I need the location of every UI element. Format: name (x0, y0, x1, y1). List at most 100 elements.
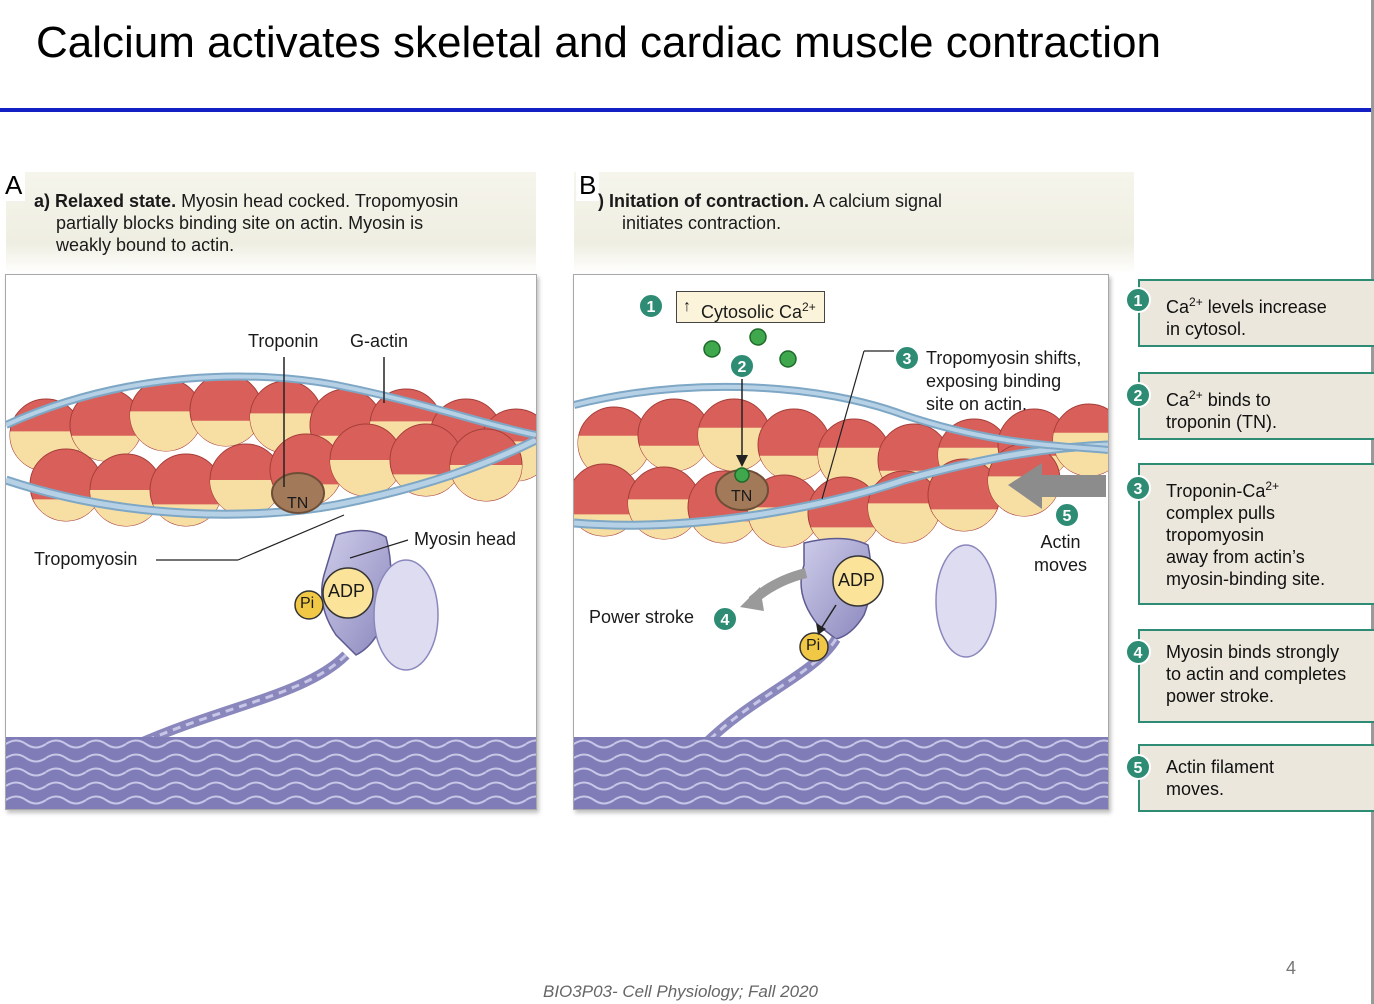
step-3-line2: complex pulls (1166, 503, 1276, 523)
myosin-tail (133, 651, 350, 750)
pi-molecule-b (799, 632, 829, 662)
step-2-line2: troponin (TN). (1166, 412, 1278, 432)
title-divider (0, 108, 1374, 112)
g-actin-bead-shade (759, 455, 829, 482)
step-1-badge: 1 (1125, 287, 1151, 313)
step-1: Ca2+ levels increase in cytosol. (1138, 279, 1374, 347)
panel-a-figure: Troponin G-actin TN Tropomyosin Myosin h… (5, 274, 537, 810)
badge-4: 4 (712, 606, 738, 632)
g-actin-bead-shade (191, 420, 261, 447)
step-2-line1-post: binds to (1202, 390, 1271, 410)
step-3-line4: away from actin’s (1166, 547, 1305, 567)
calcium-bound (734, 467, 750, 483)
step-1-line1-pre: Ca (1166, 297, 1190, 317)
g-actin-bead-shade (1053, 432, 1108, 476)
cytosolic-ca-label: Cytosolic Ca (701, 302, 803, 322)
thick-filament (6, 737, 536, 809)
pi-label: Pi (300, 595, 315, 612)
step-2-line1-pre: Ca (1166, 390, 1190, 410)
step-3-line3: tropomyosin (1166, 525, 1265, 545)
tropomyosin-shifts-line1: Tropomyosin shifts, (926, 348, 1082, 368)
g-actin-bead-shade (698, 427, 770, 471)
thick-filament-b (574, 737, 1108, 809)
adp-molecule (322, 567, 374, 619)
g-actin-bead-shade (450, 465, 522, 501)
panel-a-caption-band (6, 172, 536, 274)
actin-moves-line1: Actin (1040, 532, 1081, 552)
adp-label: ADP (328, 581, 366, 601)
step-5-badge: 5 (1125, 754, 1151, 780)
step-1-line2: in cytosol. (1166, 319, 1247, 339)
g-actin-label: G-actin (350, 331, 409, 351)
adp-molecule-b (832, 555, 884, 607)
step-3-superscript: 2+ (1265, 479, 1280, 493)
tropomyosin-shifts-line3: site on actin. (926, 394, 1028, 414)
step-4-line3: power stroke. (1166, 686, 1275, 706)
step-5-line1: Actin filament (1166, 757, 1275, 777)
course-footer: BIO3P03- Cell Physiology; Fall 2020 (543, 982, 818, 1001)
step-5-line2: moves. (1166, 779, 1225, 799)
step-3-line1-pre: Troponin-Ca (1166, 481, 1266, 501)
badge-2: 2 (729, 353, 755, 379)
panel-a-caption-line3: weakly bound to actin. (56, 235, 235, 255)
step-1-line1-post: levels increase (1202, 297, 1327, 317)
step-3-badge: 3 (1125, 475, 1151, 501)
troponin-complex (271, 472, 325, 514)
panel-a-caption-line2: partially blocks binding site on actin. … (56, 213, 424, 233)
tn-label-b: TN (731, 488, 753, 505)
up-arrow-icon: ↑ (683, 298, 691, 315)
panel-a-caption-line1: Myosin head cocked. Tropomyosin (181, 191, 459, 211)
g-actin-bead-shade (931, 509, 997, 531)
step-2: Ca2+ binds to troponin (TN). (1138, 372, 1374, 440)
panel-b-figure: ↑ Cytosolic Ca2+ 1 2 3 4 5 TN Tropomyosi… (573, 274, 1109, 810)
panel-b-illustration (574, 328, 1108, 809)
tropomyosin-label: Tropomyosin (34, 549, 138, 569)
step-1-superscript: 2+ (1189, 295, 1203, 309)
panel-b-caption: ) Initation of contraction. A calcium si… (598, 190, 1118, 234)
g-actin-bead-shade (868, 503, 940, 543)
panel-b-caption-line1: A calcium signal (813, 191, 943, 211)
panel-b-letter: B (576, 170, 600, 201)
calcium-ion (779, 350, 797, 368)
g-actin-bead-shade (130, 411, 202, 451)
step-4-line1: Myosin binds strongly (1166, 642, 1340, 662)
cytosolic-ca-box: ↑ Cytosolic Ca2+ (676, 291, 825, 323)
step-4-line2: to actin and completes (1166, 664, 1347, 684)
adp-label-b: ADP (838, 570, 876, 590)
actin-moves-line2: moves (1034, 555, 1088, 575)
panel-a-illustration (6, 357, 536, 809)
actin-moves-arrow (1008, 463, 1106, 509)
panel-a-caption-title: a) Relaxed state. (34, 191, 177, 211)
badge-5: 5 (1054, 502, 1080, 528)
g-actin-bead-shade (691, 521, 757, 543)
myosin-head-label: Myosin head (414, 529, 517, 549)
step-3-line5: myosin-binding site. (1166, 569, 1326, 589)
tropomyosin-shifts-label: Tropomyosin shifts, exposing binding sit… (926, 347, 1081, 416)
pi-molecule (294, 590, 324, 620)
step-2-badge: 2 (1125, 382, 1151, 408)
badge-3: 3 (894, 345, 920, 371)
calcium-ion (703, 340, 721, 358)
step-4: Myosin binds strongly to actin and compl… (1138, 629, 1374, 723)
panel-b-caption-title: ) Initation of contraction. (598, 191, 809, 211)
step-5: Actin filament moves. (1138, 744, 1374, 812)
troponin-label: Troponin (248, 331, 319, 351)
step-2-superscript: 2+ (1189, 388, 1203, 402)
tn-label: TN (287, 495, 309, 512)
g-actin-bead-shade (330, 460, 402, 496)
g-actin-bead-shade (639, 445, 709, 471)
badge-1: 1 (638, 293, 664, 319)
page-number: 4 (1286, 958, 1297, 978)
actin-moves-label: Actin moves (1034, 531, 1087, 577)
panel-b-caption-band (574, 172, 1134, 274)
power-stroke-label: Power stroke (589, 607, 695, 627)
panel-b-caption-line2: initiates contraction. (622, 213, 782, 233)
pi-label-b: Pi (806, 637, 821, 654)
g-actin-bead-shade (210, 480, 282, 516)
tropomyosin-shifts-line2: exposing binding (926, 371, 1062, 391)
step-4-badge: 4 (1125, 639, 1151, 665)
panel-a-letter: A (2, 170, 26, 201)
cytosolic-ca-superscript: 2+ (802, 300, 816, 314)
slide-title: Calcium activates skeletal and cardiac m… (36, 18, 1161, 67)
calcium-ion (749, 328, 767, 346)
